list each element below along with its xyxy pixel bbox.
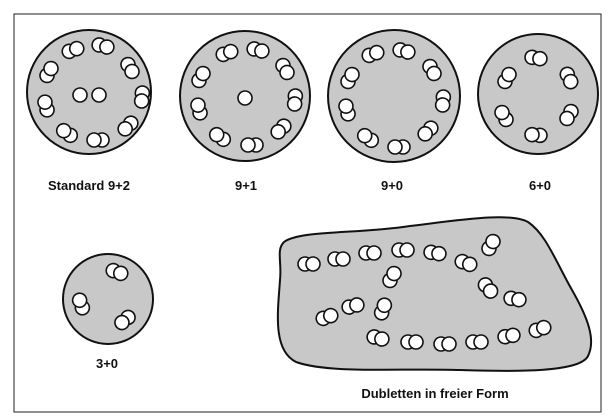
doublet-icon: [298, 257, 320, 271]
doublet-icon: [287, 88, 303, 111]
label-standard-9-2: Standard 9+2: [48, 178, 130, 193]
doublet-icon: [524, 127, 547, 143]
doublet-icon: [328, 252, 350, 266]
doublet-icon: [134, 85, 150, 108]
doublet-icon: [241, 138, 263, 152]
central-singlet-icon: [92, 88, 106, 102]
label-3-0: 3+0: [96, 356, 118, 371]
doublet-icon: [87, 133, 109, 147]
doublet-icon: [392, 243, 414, 257]
doublet-icon: [359, 246, 381, 260]
label-9-1: 9+1: [235, 178, 257, 193]
doublet-icon: [435, 89, 451, 112]
label-9-0: 9+0: [381, 178, 403, 193]
label-freeform: Dubletten in freier Form: [361, 386, 508, 401]
doublet-icon: [401, 335, 423, 349]
central-singlet-icon: [73, 88, 87, 102]
doublet-icon: [466, 335, 488, 349]
label-6-0: 6+0: [529, 178, 551, 193]
doublet-icon: [388, 140, 410, 154]
doublet-icon: [434, 337, 456, 351]
central-singlet-icon: [238, 91, 252, 105]
